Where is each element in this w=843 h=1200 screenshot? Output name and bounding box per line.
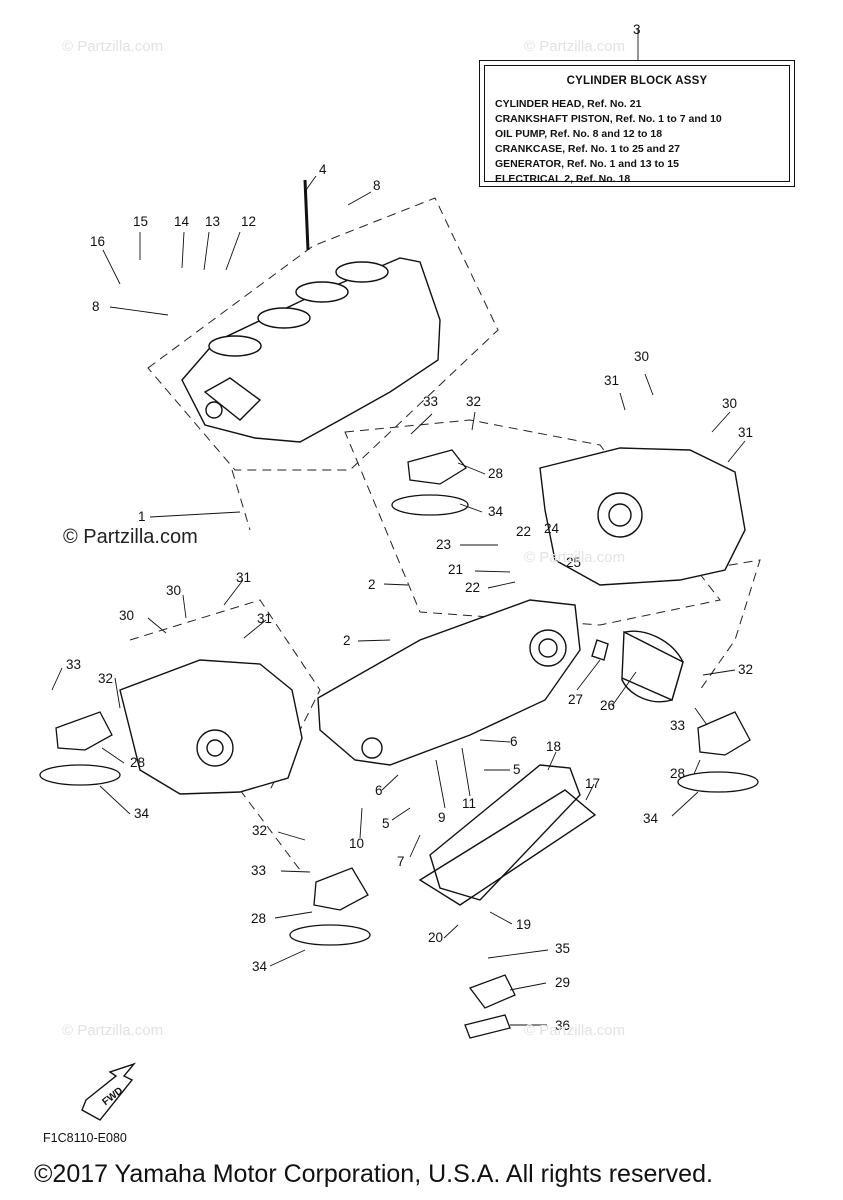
callout-number-31: 31	[236, 570, 251, 585]
drawing-code: F1C8110-E080	[43, 1131, 127, 1145]
callout-number-18: 18	[546, 739, 561, 754]
oil-pan-drawing	[418, 764, 597, 906]
leader-lines	[51, 28, 746, 1026]
callout-number-28: 28	[130, 755, 145, 770]
callout-number-35: 35	[555, 941, 570, 956]
legend-line: CRANKSHAFT PISTON, Ref. No. 1 to 7 and 1…	[495, 113, 722, 125]
callout-number-31: 31	[257, 611, 272, 626]
callout-number-2: 2	[368, 577, 376, 592]
callout-number-26: 26	[600, 698, 615, 713]
callout-number-33: 33	[251, 863, 266, 878]
callout-number-34: 34	[643, 811, 659, 826]
watermark-text: © Partzilla.com	[524, 1022, 626, 1039]
callout-number-34: 34	[134, 806, 150, 821]
callout-number-17: 17	[585, 776, 600, 791]
callout-number-30: 30	[119, 608, 134, 623]
callout-number-33: 33	[670, 718, 685, 733]
callout-number-22: 22	[516, 524, 531, 539]
callout-number-23: 23	[436, 537, 451, 552]
callout-number-15: 15	[133, 214, 148, 229]
callout-number-2: 2	[343, 633, 351, 648]
callout-number-8: 8	[92, 299, 100, 314]
callout-number-36: 36	[555, 1018, 570, 1033]
callout-number-16: 16	[90, 234, 105, 249]
callout-number-5: 5	[513, 762, 521, 777]
copyright-notice: ©2017 Yamaha Motor Corporation, U.S.A. A…	[34, 1160, 713, 1188]
legend-title: CYLINDER BLOCK ASSY	[566, 75, 708, 87]
callout-number-5: 5	[382, 816, 390, 831]
callout-number-1: 1	[138, 509, 146, 524]
callout-number-27: 27	[568, 692, 583, 707]
callout-number-28: 28	[670, 766, 685, 781]
callout-number-14: 14	[174, 214, 190, 229]
callout-number-32: 32	[738, 662, 753, 677]
callout-number-11: 11	[462, 796, 476, 811]
legend-box: CYLINDER BLOCK ASSY CYLINDER HEAD, Ref. …	[479, 60, 795, 187]
legend-line: ELECTRICAL 2, Ref. No. 18	[495, 173, 631, 185]
legend-inner-frame: CYLINDER BLOCK ASSY CYLINDER HEAD, Ref. …	[484, 65, 790, 185]
callout-number-4: 4	[319, 162, 327, 177]
fwd-arrow: FWD	[81, 1062, 137, 1121]
callout-number-21: 21	[448, 562, 463, 577]
callout-number-28: 28	[251, 911, 266, 926]
callout-number-30: 30	[166, 583, 181, 598]
callout-number-6: 6	[375, 783, 383, 798]
watermark-text: © Partzilla.com	[524, 38, 626, 55]
watermark-text: © Partzilla.com	[62, 38, 164, 55]
watermark-main: © Partzilla.com	[63, 526, 198, 548]
callout-number-31: 31	[604, 373, 619, 388]
left-generator-cover-drawing	[119, 659, 303, 795]
callout-number-8: 8	[373, 178, 381, 193]
callout-number-9: 9	[438, 810, 446, 825]
callout-number-28: 28	[488, 466, 503, 481]
watermark-text: © Partzilla.com	[62, 1022, 164, 1039]
callout-number-33: 33	[66, 657, 81, 672]
callout-number-22: 22	[465, 580, 480, 595]
callout-number-19: 19	[516, 917, 531, 932]
legend-line: GENERATOR, Ref. No. 1 and 13 to 15	[495, 158, 679, 170]
callout-number-30: 30	[722, 396, 737, 411]
callout-number-12: 12	[241, 214, 256, 229]
callout-number-32: 32	[252, 823, 267, 838]
callout-number-33: 33	[423, 394, 438, 409]
callout-number-30: 30	[634, 349, 649, 364]
callout-number-13: 13	[205, 214, 220, 229]
legend-lines: CYLINDER HEAD, Ref. No. 21 CRANKSHAFT PI…	[495, 97, 722, 187]
callout-number-6: 6	[510, 734, 518, 749]
callout-number-20: 20	[428, 930, 443, 945]
legend-line: OIL PUMP, Ref. No. 8 and 12 to 18	[495, 128, 663, 140]
callout-number-34: 34	[252, 959, 268, 974]
oil-filter-drawing	[621, 630, 684, 701]
right-generator-cover-drawing	[539, 447, 746, 586]
legend-ref-number: 3	[633, 22, 641, 37]
callout-number-31: 31	[738, 425, 753, 440]
mount-brackets-drawing	[39, 449, 759, 1039]
callout-number-32: 32	[98, 671, 113, 686]
callout-number-32: 32	[466, 394, 481, 409]
callout-number-25: 25	[566, 555, 581, 570]
watermark-text: © Partzilla.com	[524, 549, 626, 566]
callout-number-34: 34	[488, 504, 504, 519]
legend-line: CYLINDER HEAD, Ref. No. 21	[495, 98, 642, 110]
callout-number-7: 7	[397, 854, 405, 869]
callout-number-10: 10	[349, 836, 364, 851]
callout-number-24: 24	[544, 521, 560, 536]
cylinder-block-drawing	[181, 179, 441, 443]
legend-line: CRANKCASE, Ref. No. 1 to 25 and 27	[495, 143, 680, 155]
callout-number-29: 29	[555, 975, 570, 990]
